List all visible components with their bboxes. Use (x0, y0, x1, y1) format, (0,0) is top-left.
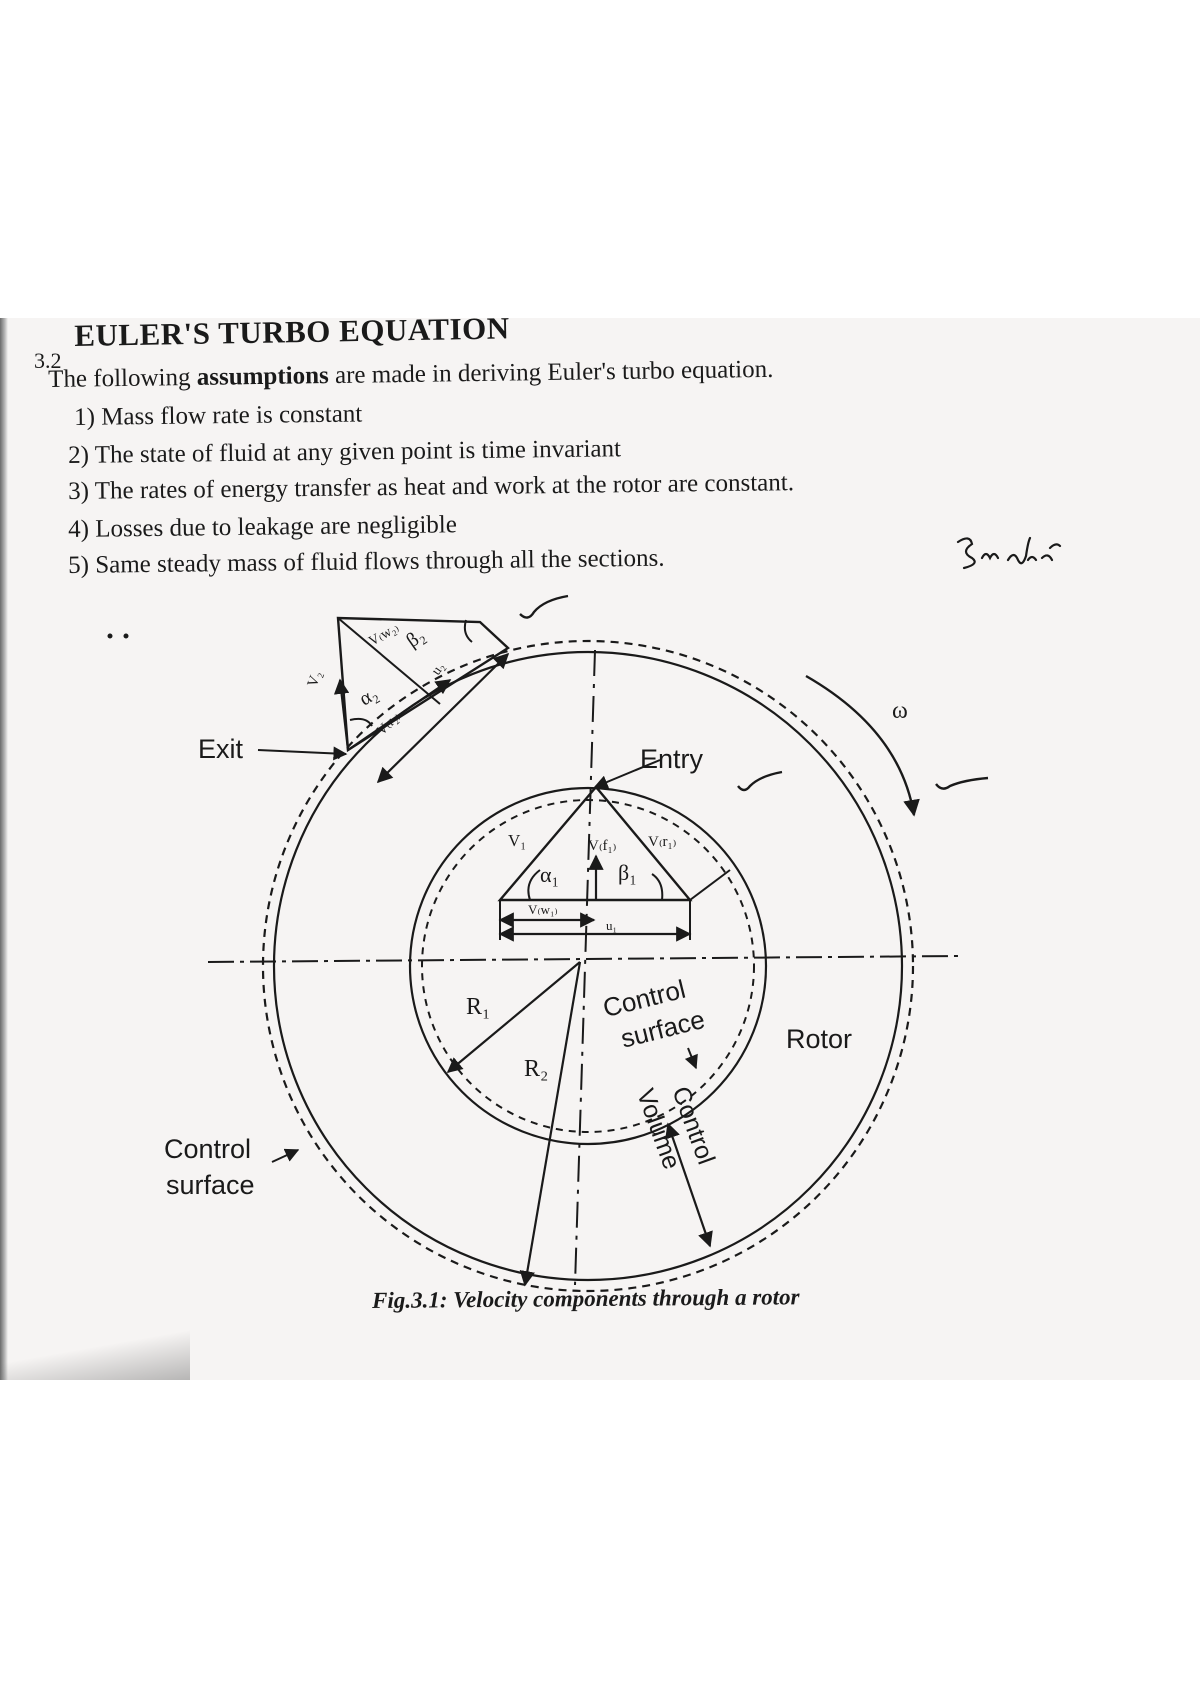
label-entry: Entry (640, 744, 704, 774)
inner-control-surface-pointer (684, 1047, 698, 1070)
control-volume-arrow (665, 1122, 713, 1248)
horizontal-center-line (207, 955, 961, 963)
exit-diagonal (337, 617, 441, 705)
inner-control-surface (421, 799, 755, 1133)
label-rotor: Rotor (786, 1024, 852, 1054)
vertical-center-line (574, 649, 596, 1286)
omega-rotation-arrow (805, 674, 920, 817)
label-u1: u₁ (606, 918, 617, 933)
scanned-page (0, 318, 1200, 1380)
entry-leader (593, 759, 661, 789)
alpha1-arc (527, 869, 541, 901)
check-mark-omega (935, 776, 989, 790)
handwritten-signature (956, 536, 1062, 570)
label-vf1: V₍f₁₎ (588, 838, 616, 854)
label-r2: R₂ (524, 1056, 548, 1082)
u1-leader (689, 869, 731, 901)
label-control-surface-outer-2: surface (166, 1170, 255, 1200)
label-u2: u₂ (429, 660, 448, 678)
check-mark-exit (519, 594, 569, 619)
label-v1: V₁ (508, 831, 526, 850)
stray-dot (107, 633, 113, 639)
v2-arrow (333, 678, 350, 751)
label-beta1: β₁ (618, 860, 637, 885)
outer-control-surface-pointer (271, 1148, 300, 1163)
exit-leader (257, 746, 348, 761)
beta2-arc (463, 619, 473, 643)
label-alpha1: α₁ (540, 862, 559, 887)
label-v2: V₂ (305, 669, 326, 690)
rotor-inner-edge (408, 786, 768, 1146)
label-vr1: V₍r₁₎ (648, 834, 676, 850)
label-beta2: β₂ (402, 624, 429, 652)
outer-control-surface (261, 639, 915, 1293)
alpha2-arc (349, 717, 373, 727)
beta1-arc (651, 873, 664, 901)
page-curl-shadow (0, 1330, 190, 1380)
label-exit: Exit (198, 734, 244, 764)
rotor-outer-edge (272, 650, 904, 1282)
u2-arrow (376, 652, 510, 784)
radius-r2-line (519, 961, 582, 1287)
page-binding-edge (0, 318, 8, 1380)
radius-r1-line (446, 961, 581, 1073)
label-r1: R₁ (466, 994, 490, 1020)
stray-dot (123, 633, 129, 639)
label-vw1: V₍w₁₎ (528, 902, 558, 917)
label-alpha2: α₂ (356, 683, 382, 711)
label-control-surface-outer-1: Control (164, 1134, 251, 1164)
check-mark-entry (737, 770, 783, 792)
label-vw2: V₍w₂₎ (367, 620, 402, 649)
section-number: 3.2 (34, 348, 62, 373)
label-omega: ω (892, 698, 908, 724)
